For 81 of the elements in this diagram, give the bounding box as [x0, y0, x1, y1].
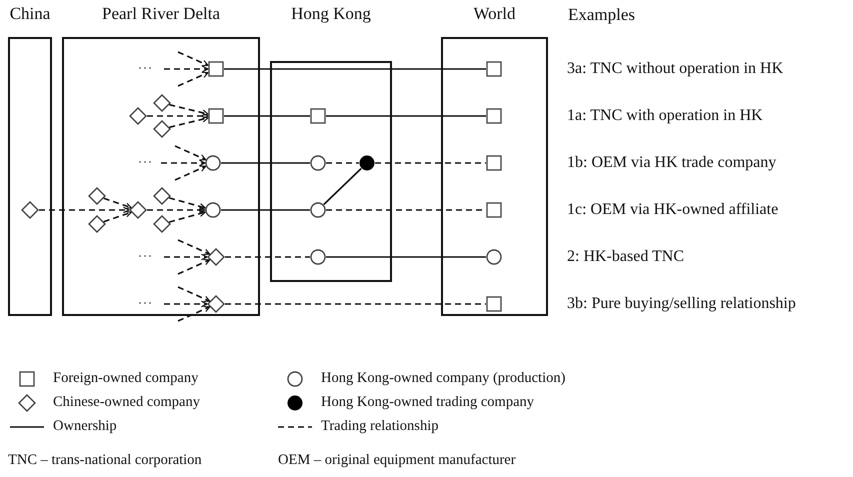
- ellipsis: ···: [138, 60, 153, 77]
- dashed-line: [326, 162, 359, 164]
- solid-line: [326, 115, 486, 117]
- legend-label: Ownership: [53, 418, 117, 435]
- column-heading: Examples: [568, 6, 636, 24]
- region-heading: China: [8, 4, 52, 24]
- square-marker: [486, 61, 502, 77]
- solid-line: [221, 209, 310, 211]
- ellipsis: ···: [138, 248, 153, 265]
- square-marker: [486, 202, 502, 218]
- square-marker: [310, 108, 326, 124]
- dashed-arrow: [161, 160, 206, 166]
- square-marker: [208, 61, 224, 77]
- diamond-marker: [153, 187, 171, 205]
- diamond-marker: [88, 215, 106, 233]
- circle-marker: [486, 249, 502, 265]
- example-label: 2: HK-based TNC: [567, 248, 684, 266]
- circle-marker: [205, 202, 221, 218]
- solid-line: [221, 162, 310, 164]
- diamond-marker: [129, 107, 147, 125]
- note: OEM – original equipment manufacturer: [278, 452, 516, 469]
- diamond-marker: [21, 201, 39, 219]
- diamond-marker: [129, 201, 147, 219]
- solid-line: [224, 115, 310, 117]
- dashed-arrow: [103, 210, 132, 222]
- note: TNC – trans-national corporation: [8, 452, 202, 469]
- square-marker: [208, 108, 224, 124]
- region-heading: World: [472, 4, 517, 24]
- ellipsis: ···: [138, 295, 153, 312]
- ellipsis: ···: [138, 154, 153, 171]
- example-label: 3a: TNC without operation in HK: [567, 60, 784, 78]
- dashed-arrow: [147, 112, 209, 120]
- dashed-arrow: [147, 206, 206, 214]
- dashed-arrow: [168, 210, 206, 223]
- solid-line: [326, 256, 486, 258]
- diamond-marker: [153, 120, 171, 138]
- dashed-arrow: [164, 254, 208, 260]
- legend-label: Hong Kong-owned trading company: [321, 394, 534, 411]
- dashed-arrow: [178, 239, 210, 256]
- diamond-marker: [207, 248, 225, 266]
- example-label: 3b: Pure buying/selling relationship: [567, 295, 796, 313]
- dashed-arrow: [169, 104, 209, 116]
- region-heading: Hong Kong: [290, 4, 372, 24]
- dashed-arrow: [164, 66, 209, 72]
- circle-marker: [310, 249, 326, 265]
- dashed-line: [375, 162, 486, 164]
- legend-label: Hong Kong-owned company (production): [321, 370, 566, 387]
- region-heading: Pearl River Delta: [100, 4, 221, 24]
- circle-marker: [310, 202, 326, 218]
- square-marker: [486, 155, 502, 171]
- dashed-arrow: [174, 165, 206, 181]
- diamond-marker: [207, 295, 225, 313]
- dashed-arrow: [168, 197, 206, 210]
- filled-circle-marker: [359, 155, 375, 171]
- solid-line: [224, 68, 486, 70]
- dashed-arrow: [178, 51, 209, 66]
- dashed-arrow: [178, 258, 210, 275]
- legend-label: Trading relationship: [321, 418, 438, 435]
- dashed-arrow: [174, 145, 206, 161]
- diamond-marker: [88, 187, 106, 205]
- circle-marker: [205, 155, 221, 171]
- example-label: 1a: TNC with operation in HK: [567, 107, 763, 125]
- square-marker: [486, 108, 502, 124]
- dashed-arrow: [39, 206, 130, 214]
- dashed-line: [225, 256, 310, 258]
- square-marker: [486, 296, 502, 312]
- example-label: 1b: OEM via HK trade company: [567, 154, 776, 172]
- solid-line: [323, 168, 362, 206]
- dashed-line: [225, 303, 486, 305]
- legend-label: Chinese-owned company: [53, 394, 200, 411]
- dashed-arrow: [103, 198, 132, 210]
- dashed-arrow: [178, 286, 210, 302]
- dashed-arrow: [169, 116, 209, 128]
- diamond-marker: [153, 215, 171, 233]
- diamond-marker: [153, 94, 171, 112]
- dashed-arrow: [164, 300, 208, 308]
- dashed-arrow: [178, 306, 210, 322]
- dashed-arrow: [178, 72, 209, 87]
- circle-marker: [310, 155, 326, 171]
- example-label: 1c: OEM via HK-owned affiliate: [567, 201, 778, 219]
- legend-label: Foreign-owned company: [53, 370, 198, 387]
